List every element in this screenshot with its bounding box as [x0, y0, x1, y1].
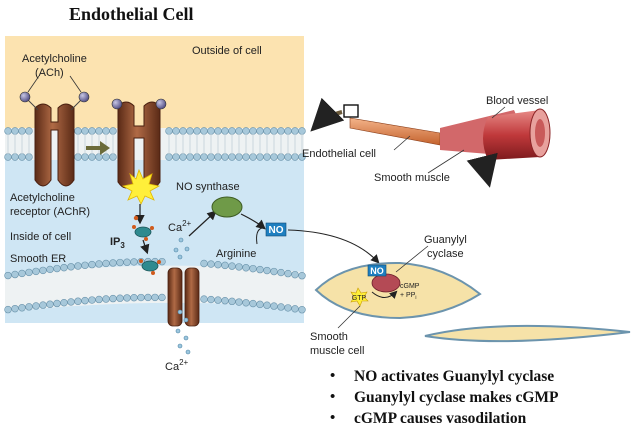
smooth-er-label: Smooth ER — [10, 253, 66, 265]
gtp-label: GTP — [352, 295, 367, 302]
smooth-muscle-cell-label-line2: muscle cell — [310, 345, 364, 357]
plasma-membrane — [4, 127, 306, 161]
no-synthase-enzyme — [211, 196, 243, 218]
ach-label-line2: (ACh) — [35, 67, 64, 79]
cgmp-label-line2: + PPi — [400, 292, 417, 301]
er-calcium-channel — [167, 210, 217, 355]
er-membrane — [4, 257, 306, 314]
activation-burst — [121, 168, 161, 205]
summary-item: cGMP causes vasodilation — [328, 408, 559, 429]
smooth-muscle-cell-label-line1: Smooth — [310, 331, 348, 343]
smooth-muscle-label: Smooth muscle — [374, 172, 450, 184]
no-tag-box — [265, 222, 287, 237]
blood-vessel-label: Blood vessel — [486, 95, 548, 107]
summary-item: Guanylyl cyclase makes cGMP — [328, 387, 559, 408]
outside-label: Outside of cell — [192, 45, 262, 57]
ach-molecules — [19, 91, 167, 111]
inside-label: Inside of cell — [10, 231, 71, 243]
smooth-muscle-cell — [314, 245, 631, 343]
ip3-label: IP3 — [110, 236, 125, 250]
no-tag2-label: NO — [370, 266, 384, 276]
calcium-bottom-label: Ca2+ — [165, 358, 189, 373]
cgmp-label-line1: cGMP — [400, 283, 420, 290]
achr-label-line2: receptor (AChR) — [10, 206, 90, 218]
arginine-label: Arginine — [216, 248, 256, 260]
guanylyl-label-line1: Guanylyl — [424, 234, 467, 246]
ip3-cascade — [132, 204, 161, 275]
no-diffusion-arrow — [287, 229, 380, 264]
blood-vessel-illustration — [310, 97, 551, 188]
achr-receptor-closed — [34, 103, 75, 187]
transition-arrow — [86, 141, 110, 155]
calcium-top-label: Ca2+ — [168, 219, 192, 234]
summary-list: NO activates Guanylyl cyclase Guanylyl c… — [328, 366, 559, 429]
summary-item: NO activates Guanylyl cyclase — [328, 366, 559, 387]
no-synthase-label: NO synthase — [176, 181, 240, 193]
no-tag-label: NO — [269, 225, 284, 236]
page-title: Endothelial Cell — [69, 4, 194, 24]
guanylyl-label-line2: cyclase — [427, 248, 464, 260]
ach-label-line1: Acetylcholine — [22, 53, 87, 65]
endothelial-cell-label: Endothelial cell — [302, 148, 376, 160]
achr-label-line1: Acetylcholine — [10, 192, 75, 204]
